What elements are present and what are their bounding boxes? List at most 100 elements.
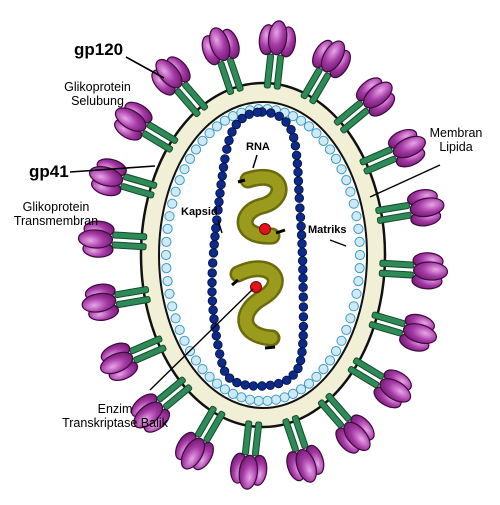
capsid-protein-dot [240, 380, 250, 390]
capsid-protein-dot [216, 179, 226, 190]
rna-strand-lower-fill [232, 262, 282, 344]
gp120-lobe [88, 165, 124, 187]
pointer-membrane [369, 164, 441, 198]
matrix-protein-dot [354, 236, 365, 247]
matrix-protein-dot [170, 186, 181, 197]
gp120-lobe [114, 107, 147, 132]
enzyme-dot-lower [250, 281, 262, 293]
capsid-protein-dot [224, 373, 235, 383]
capsid-protein-dot [295, 355, 306, 366]
gp120-lobe [77, 229, 114, 249]
capsid-protein-dot [289, 132, 299, 143]
label-capsid: Kapsid [181, 206, 218, 218]
pointer-matrix [329, 239, 347, 247]
matrix-protein-dot [311, 371, 322, 382]
matrix-protein-dot [162, 223, 173, 234]
matrix-protein-dot [174, 175, 185, 186]
label-membrane-line1: Membran [429, 126, 483, 140]
capsid-protein-dot [209, 314, 219, 324]
label-matrix: Matriks [308, 224, 347, 236]
matrix-protein-dot [336, 335, 347, 346]
glycoprotein-spike [300, 39, 351, 105]
label-gp120-desc-line1: Glikoprotein [64, 80, 131, 94]
capsid-protein-dot [291, 150, 302, 161]
rna-cap-3 [231, 278, 239, 287]
capsid-protein-dot [293, 167, 303, 177]
matrix-protein-dot [341, 175, 352, 186]
capsid-protein-dot [214, 197, 224, 207]
gp41-stem [376, 211, 412, 224]
gp41-stem [273, 54, 285, 90]
capsid-protein-dot [295, 203, 305, 213]
capsid-protein-dot [208, 305, 218, 315]
gp41-stem [194, 405, 217, 438]
capsid-protein-dot [207, 258, 218, 268]
matrix-protein-dot [167, 198, 178, 209]
matrix-protein-dot [348, 198, 359, 209]
capsid-protein-dot [298, 312, 309, 322]
capsid-protein-dot [265, 380, 276, 391]
matrix-protein-dot [170, 313, 181, 324]
label-enzyme-line1: Enzim [97, 402, 133, 416]
glycoprotein-spike [368, 311, 438, 352]
matrix-protein-dot [330, 346, 342, 357]
gp41-stem [263, 53, 275, 89]
capsid-protein-dot [288, 370, 298, 380]
capsid-protein-dot [298, 292, 309, 302]
capsid-protein-dot [218, 162, 229, 173]
matrix-protein-dot [336, 164, 347, 175]
gp120-lobe [209, 27, 231, 62]
capsid-protein-dot [298, 264, 308, 275]
capsid-protein-dot [208, 248, 219, 258]
gp41-stem [181, 81, 209, 111]
matrix-protein-dot [179, 335, 190, 346]
gp41-stem [300, 67, 323, 100]
glycoprotein-spike [375, 189, 445, 227]
matrix-protein-dot [287, 111, 299, 122]
gp41-stem [333, 100, 364, 126]
matrix-protein-dot [197, 135, 208, 146]
gp120-lobe [362, 81, 393, 109]
matrix-protein-dot [164, 211, 175, 222]
label-enzyme: Enzim Transkriptase Balik [50, 402, 180, 431]
label-gp120: gp120 [74, 40, 124, 59]
capsid-protein-dot [286, 124, 296, 135]
capsid-shell [207, 107, 309, 391]
gp41-stem [251, 421, 263, 457]
glycoprotein-spike [282, 414, 325, 483]
label-gp120-desc-line2: Selubung [71, 94, 124, 109]
capsid-protein-dot [207, 277, 217, 288]
gp41-stem [291, 414, 309, 450]
gp120-lobe [81, 292, 117, 313]
capsid-protein-dot [273, 378, 284, 389]
matrix-protein-dot [204, 371, 215, 382]
glycoprotein-spike [258, 20, 296, 90]
matrix-protein-dot [236, 392, 247, 403]
glycoprotein-spike [333, 77, 396, 134]
capsid-protein-dot [294, 193, 305, 203]
matrix-protein-dot [296, 384, 307, 395]
capsid-protein-dot [220, 154, 230, 164]
gp41-stem [359, 146, 393, 166]
rna-cap-4 [264, 345, 276, 350]
matrix-protein-dot [227, 111, 239, 122]
matrix-protein-dot [270, 394, 282, 405]
matrix-protein-dot [161, 263, 172, 274]
matrix-protein-dot [303, 378, 315, 389]
capsid-protein-dot [294, 184, 304, 195]
matrix-protein-dot [162, 276, 173, 287]
pointer-gp120 [125, 56, 165, 79]
gp41-stem [114, 286, 150, 299]
glycoprotein-spike [378, 252, 449, 290]
label-gp41-desc-line1: Glikoprotein [22, 200, 90, 214]
capsid-protein-dot [274, 111, 284, 122]
matrix-protein-dot [197, 364, 208, 375]
pointer-capsid [217, 219, 223, 234]
matrix-protein-dot [160, 249, 172, 261]
capsid-protein-dot [213, 340, 223, 350]
gp41-stem [375, 202, 411, 214]
matrix-protein-dot [351, 211, 362, 222]
pointer-enzyme [149, 288, 254, 391]
gp120-lobe [392, 135, 426, 159]
matrix-protein-dot [167, 301, 178, 312]
